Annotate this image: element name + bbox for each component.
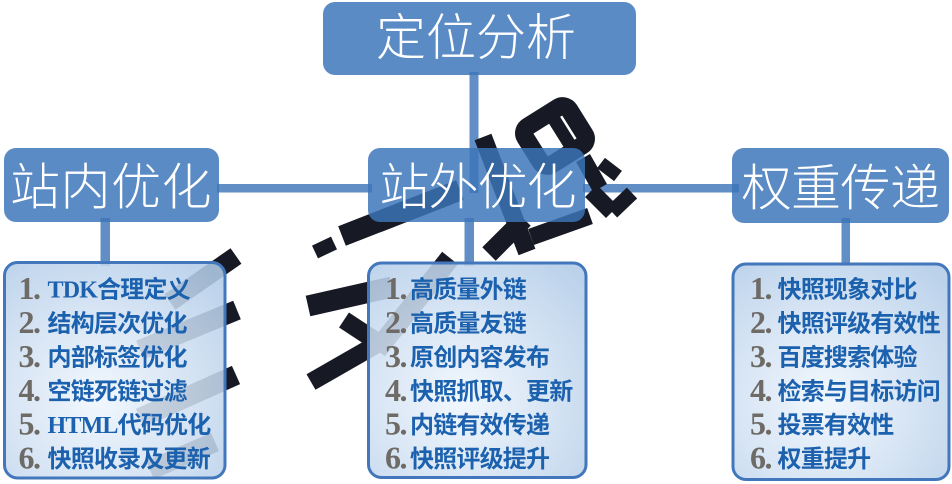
svg-text:百度搜索体验: 百度搜索体验 — [778, 337, 918, 372]
svg-text:站内优化: 站内优化 — [10, 148, 212, 220]
svg-text:权重提升: 权重提升 — [778, 439, 872, 474]
svg-text:权重传递: 权重传递 — [742, 149, 940, 221]
svg-text:快照收录及更新: 快照收录及更新 — [48, 439, 211, 474]
svg-text:5.: 5. — [750, 406, 772, 442]
svg-text:定位分析: 定位分析 — [376, 0, 576, 70]
svg-text:高质量友链: 高质量友链 — [410, 304, 527, 339]
svg-text:2.: 2. — [750, 304, 772, 340]
svg-text:6.: 6. — [19, 440, 41, 476]
svg-text:4.: 4. — [750, 372, 772, 408]
svg-text:1.: 1. — [750, 270, 772, 306]
svg-text:3.: 3. — [750, 338, 772, 374]
svg-text:5.: 5. — [19, 406, 41, 442]
svg-text:4.: 4. — [19, 372, 41, 408]
svg-text:2.: 2. — [385, 304, 407, 340]
svg-text:原创内容发布: 原创内容发布 — [410, 337, 549, 372]
svg-text:快照抓取、更新: 快照抓取、更新 — [410, 371, 573, 406]
svg-text:6.: 6. — [750, 440, 772, 476]
svg-text:快照现象对比: 快照现象对比 — [778, 270, 917, 305]
svg-text:高质量外链: 高质量外链 — [410, 270, 527, 305]
svg-text:投票有效性: 投票有效性 — [778, 405, 895, 440]
svg-text:5.: 5. — [385, 406, 407, 442]
svg-text:结构层次优化: 结构层次优化 — [48, 304, 188, 339]
svg-text:6.: 6. — [385, 440, 407, 476]
svg-text:1.: 1. — [385, 270, 407, 306]
svg-text:2.: 2. — [19, 304, 41, 340]
svg-text:空链死链过滤: 空链死链过滤 — [48, 371, 188, 406]
svg-text:1.: 1. — [19, 270, 41, 306]
svg-text:快照评级提升: 快照评级提升 — [410, 439, 550, 474]
svg-text:站外优化: 站外优化 — [380, 148, 576, 220]
svg-text:4.: 4. — [385, 372, 407, 408]
svg-text:内链有效传递: 内链有效传递 — [410, 405, 550, 440]
svg-text:快照评级有效性: 快照评级有效性 — [778, 304, 941, 339]
svg-text:3.: 3. — [385, 338, 407, 374]
svg-text:检索与目标访问: 检索与目标访问 — [778, 371, 940, 406]
svg-text:内部标签优化: 内部标签优化 — [48, 337, 188, 372]
svg-text:3.: 3. — [19, 338, 41, 374]
